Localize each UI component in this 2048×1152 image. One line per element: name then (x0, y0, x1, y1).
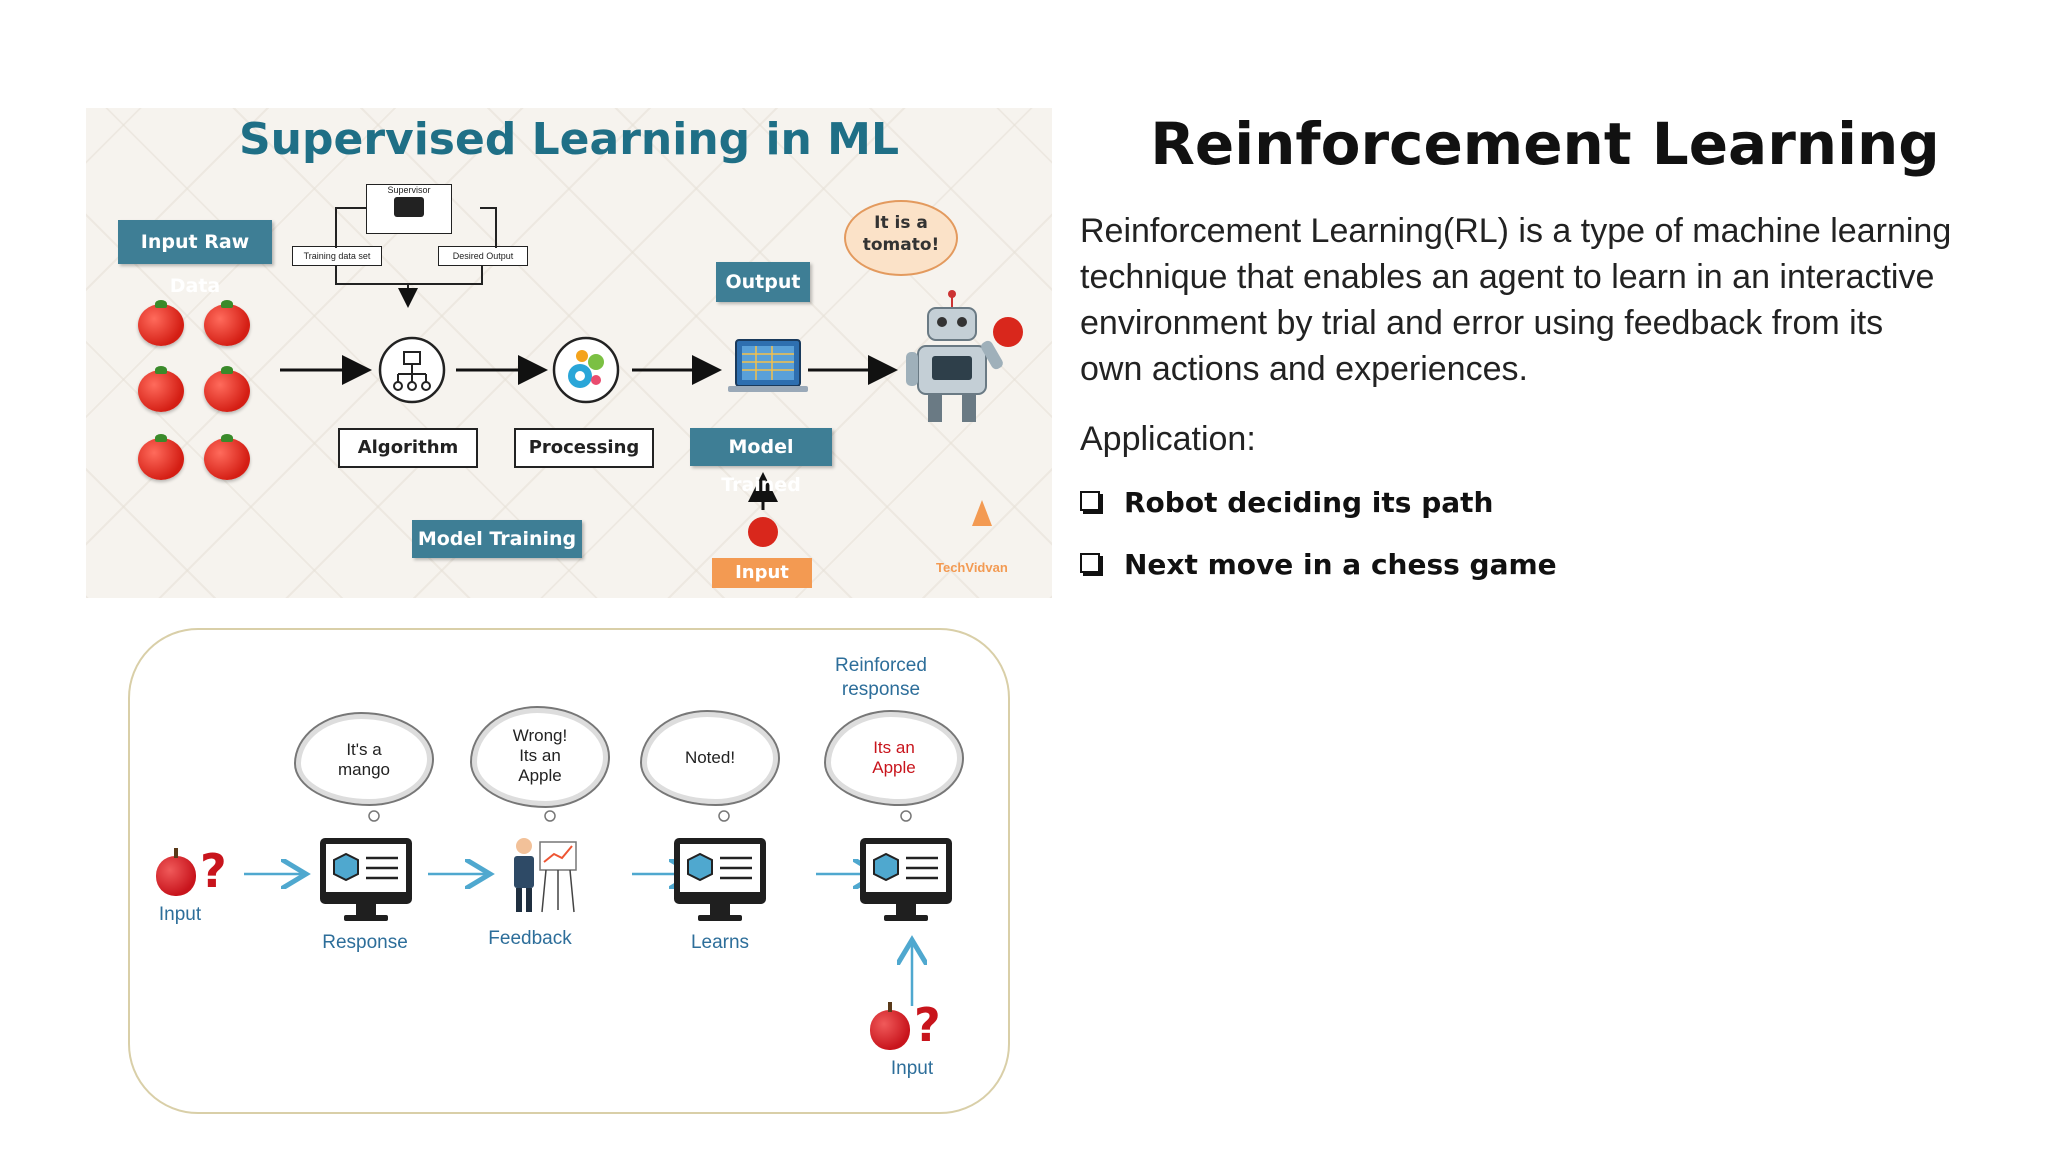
thought-cloud-wrong: Wrong! Its an Apple (470, 706, 610, 808)
description-line: environment by trial and error using fee… (1080, 304, 1884, 342)
page-title: Reinforcement Learning (1150, 110, 1940, 178)
input-raw-data-label: Input Raw Data (118, 220, 272, 297)
input-tomato-icon (748, 517, 778, 547)
response-label: Response (322, 932, 408, 953)
techvidvan-logo-icon (972, 500, 992, 526)
tomato-icon (138, 434, 184, 480)
cloud-text: Noted! (684, 748, 736, 767)
diagram-title: Supervised Learning in ML (238, 114, 900, 165)
rl-flow-arrows (244, 810, 1008, 1006)
cloud-text: Its an (519, 746, 561, 765)
apple-icon (870, 1002, 910, 1050)
feedback-label: Feedback (488, 928, 572, 949)
algorithm-icon (378, 336, 446, 404)
description-line: technique that enables an agent to learn… (1080, 258, 1935, 296)
rl-description: Reinforcement Learning(RL) is a type of … (1080, 208, 2000, 392)
cloud-text: Wrong! (512, 726, 568, 745)
thought-cloud-mango: It's a mango (294, 712, 434, 806)
tomato-icon (138, 300, 184, 346)
input-bottom-label: Input (890, 1058, 934, 1079)
computer-monitor-icon (674, 838, 766, 921)
cloud-text: Apple (872, 758, 916, 777)
tomato-icon (204, 300, 250, 346)
thought-cloud-apple: Its an Apple (824, 710, 964, 806)
brand-label: TechVidvan (936, 560, 1008, 575)
description-line: Reinforcement Learning(RL) is a type of … (1080, 212, 1952, 250)
cloud-text: Apple (518, 766, 562, 785)
supervised-learning-diagram: Supervised Learning in ML Input Raw Data… (86, 108, 1052, 598)
bullet-item: Robot deciding its path (1080, 486, 1493, 519)
tomato-icon (204, 434, 250, 480)
supervisor-box: Supervisor (366, 184, 452, 234)
model-training-label: Model Training (412, 520, 582, 558)
algorithm-label: Algorithm (338, 428, 478, 468)
computer-monitor-icon (320, 838, 412, 921)
question-mark-icon: ? (914, 998, 941, 1052)
bullet-item: Next move in a chess game (1080, 548, 1557, 581)
input-label: Input (712, 558, 812, 588)
apple-icon (156, 848, 196, 896)
reinforcement-learning-diagram: Reinforced response It's a mango Wrong! … (128, 628, 1010, 1114)
laptop-icon (728, 339, 808, 392)
output-label: Output (716, 262, 810, 302)
desired-output-box: Desired Output (438, 246, 528, 266)
tomato-icon (138, 366, 184, 412)
robot-icon (906, 290, 1023, 422)
cloud-text: Its an (873, 738, 915, 757)
tomato-speech-bubble: It is a tomato! (844, 200, 958, 276)
presenter-icon (514, 838, 577, 913)
reinforced-line-1: Reinforced (835, 655, 927, 676)
model-trained-label: Model Trained (690, 428, 832, 496)
bullet-text: Robot deciding its path (1124, 486, 1494, 519)
checkbox-bullet-icon (1080, 553, 1100, 573)
input-left-label: Input (158, 904, 202, 925)
computer-monitor-icon (860, 838, 952, 921)
question-mark-icon: ? (200, 844, 227, 898)
reinforced-response-label: Reinforced response (816, 654, 946, 702)
tomato-icon (204, 366, 250, 412)
processing-label: Processing (514, 428, 654, 468)
supervisor-icon (394, 197, 424, 217)
checkbox-bullet-icon (1080, 491, 1100, 511)
thought-cloud-noted: Noted! (640, 710, 780, 806)
learns-label: Learns (690, 932, 750, 953)
processing-icon (552, 336, 620, 404)
cloud-text: It's a (346, 740, 382, 759)
description-line: own actions and experiences. (1080, 350, 1528, 388)
bubble-line-1: It is a (874, 213, 928, 233)
application-label: Application: (1080, 420, 1256, 458)
bullet-text: Next move in a chess game (1124, 548, 1557, 581)
supervised-flow-arrows (280, 207, 1023, 547)
supervisor-label: Supervisor (387, 185, 431, 195)
cloud-text: mango (338, 760, 390, 779)
bubble-line-2: tomato! (862, 235, 940, 255)
reinforced-line-2: response (841, 679, 921, 700)
